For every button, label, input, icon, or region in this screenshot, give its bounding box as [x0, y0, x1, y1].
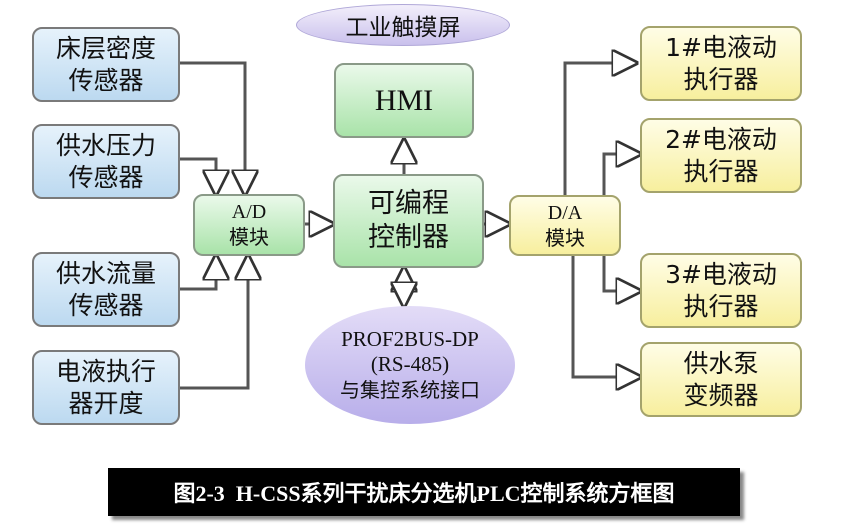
sensor-label-line2: 器开度 — [68, 388, 144, 418]
sensor2-to-ad-line — [180, 157, 216, 194]
ad-module-box: A/D 模块 — [193, 194, 305, 256]
bus-label-line2: (RS-485) — [370, 352, 450, 376]
hmi-box: HMI — [334, 63, 474, 138]
bus-label-line3: 与集控系统接口 — [340, 378, 480, 403]
da-to-output1-line — [563, 63, 636, 195]
sensor4-to-ad-line — [180, 256, 248, 390]
figure-caption-text: 图2-3 H-CSS系列干扰床分选机PLC控制系统方框图 — [173, 481, 675, 506]
sensor-label-line2: 传感器 — [68, 290, 144, 320]
sensor-label-line1: 供水流量 — [55, 259, 156, 289]
plc-box: 可编程 控制器 — [333, 174, 484, 268]
da-to-output2-line — [602, 154, 640, 195]
sensor3-to-ad-line — [180, 256, 216, 291]
da-module-label-line2: 模块 — [545, 225, 585, 250]
output-label-line2: 执行器 — [683, 64, 759, 94]
ad-module-label-line1: A/D — [231, 201, 267, 223]
da-module-box: D/A 模块 — [509, 195, 621, 256]
sensor-label-line1: 床层密度 — [55, 34, 156, 64]
hmi-label: HMI — [374, 83, 434, 117]
sensor-water-flow-box: 供水流量 传感器 — [32, 252, 180, 327]
output-actuator-3-box: 3#电液动 执行器 — [640, 253, 802, 328]
sensor-water-pressure-box: 供水压力 传感器 — [32, 124, 180, 199]
plc-label-line1: 可编程 — [368, 188, 449, 220]
output-pump-vfd-box: 供水泵 变频器 — [640, 342, 802, 417]
sensor-actuator-opening-box: 电液执行 器开度 — [32, 350, 180, 425]
output-label-line2: 执行器 — [683, 291, 759, 321]
bus-interface-oval: PROF2BUS-DP (RS-485) 与集控系统接口 — [305, 306, 515, 424]
sensor-label-line2: 传感器 — [68, 162, 144, 192]
da-module-label-line1: D/A — [547, 201, 583, 224]
bus-label-line1: PROF2BUS-DP — [341, 326, 479, 351]
sensor-label-line2: 传感器 — [68, 65, 144, 95]
output-label-line2: 执行器 — [683, 156, 759, 186]
sensor-label-line1: 电液执行 — [55, 357, 156, 387]
touch-screen-text: 工业触摸屏 — [345, 15, 461, 41]
output-label-line2: 变频器 — [683, 380, 759, 410]
figure-caption: 图2-3 H-CSS系列干扰床分选机PLC控制系统方框图 — [108, 468, 740, 516]
plc-label-line2: 控制器 — [368, 222, 449, 253]
da-to-output4-line — [571, 256, 640, 377]
ad-module-label-line2: 模块 — [229, 225, 269, 249]
da-to-output3-line — [602, 256, 640, 291]
output-label-line1: 1#电液动 — [665, 33, 777, 63]
touch-screen-label: 工业触摸屏 — [296, 4, 510, 46]
sensor-label-line1: 供水压力 — [55, 131, 156, 161]
output-label-line1: 3#电液动 — [665, 260, 777, 290]
output-actuator-2-box: 2#电液动 执行器 — [640, 118, 802, 193]
sensor-bed-density-box: 床层密度 传感器 — [32, 27, 180, 102]
output-actuator-1-box: 1#电液动 执行器 — [640, 26, 802, 101]
sensor1-to-ad-line — [180, 61, 245, 194]
output-label-line1: 供水泵 — [683, 349, 759, 379]
output-label-line1: 2#电液动 — [665, 125, 777, 155]
